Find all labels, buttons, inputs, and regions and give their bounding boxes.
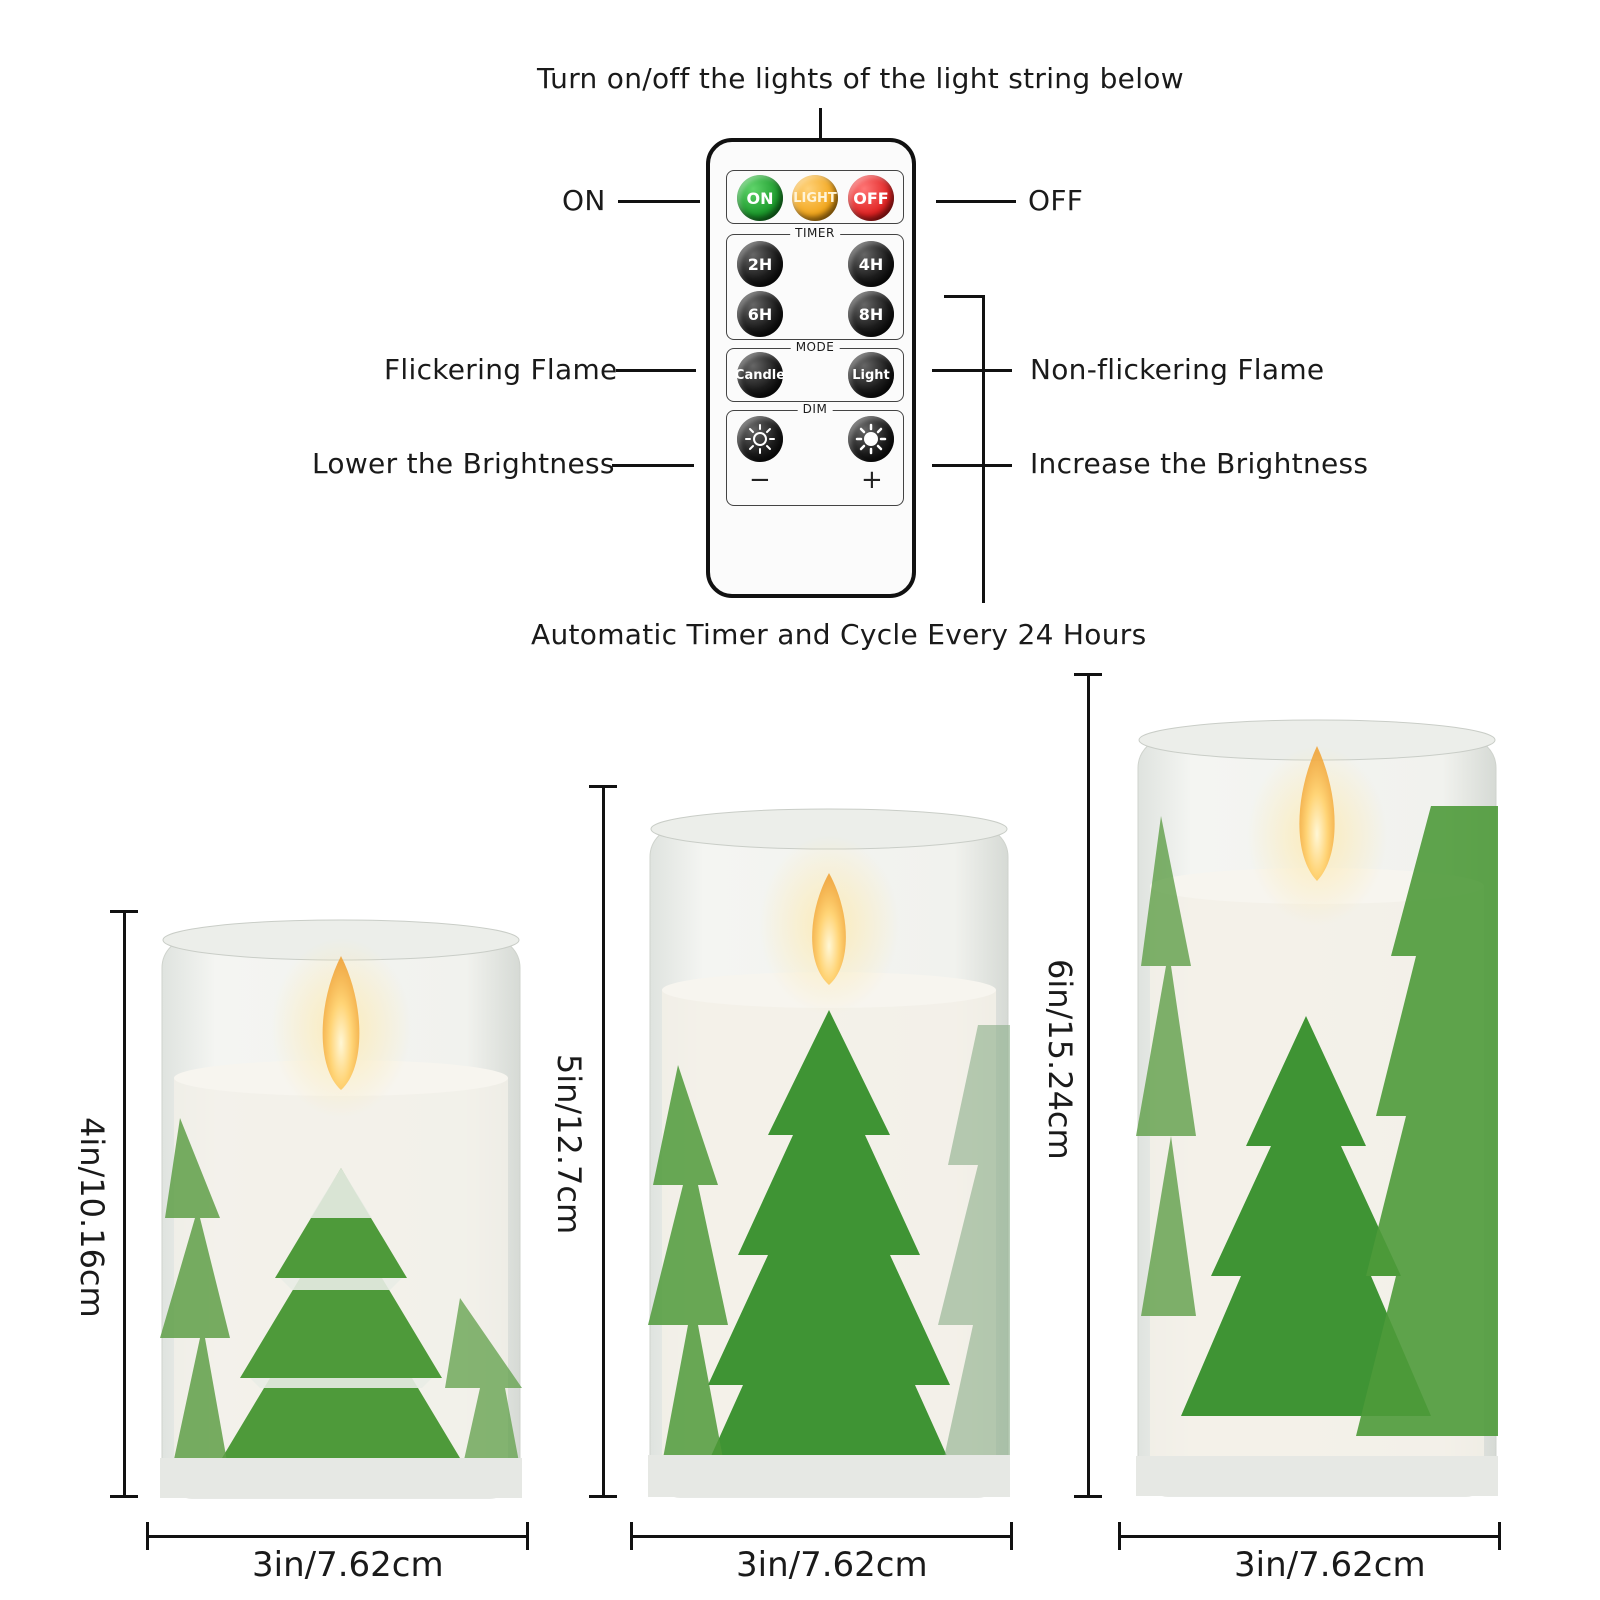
sun-filled-icon xyxy=(855,423,887,455)
pointer-line-increase xyxy=(932,464,1012,467)
label-increase-brightness: Increase the Brightness xyxy=(1030,447,1369,480)
width-tick-small-left xyxy=(146,1522,149,1550)
timer-8h-button[interactable]: 8H xyxy=(848,291,894,337)
width-label-medium: 3in/7.62cm xyxy=(736,1545,928,1585)
sun-outline-icon xyxy=(745,424,775,454)
plus-sign: + xyxy=(861,465,883,495)
height-line-small xyxy=(123,911,126,1497)
candle-large xyxy=(1136,719,1498,1497)
dim-up-button[interactable] xyxy=(848,416,894,462)
label-off: OFF xyxy=(1028,184,1084,217)
height-tick-small-top xyxy=(110,910,138,913)
label-toggle-light-string: Turn on/off the lights of the light stri… xyxy=(537,62,1184,95)
remote-control: ON LIGHT OFF TIMER 2H 4H 6H 8H MODE Cand… xyxy=(706,138,916,598)
timer-6h-button[interactable]: 6H xyxy=(737,291,783,337)
width-tick-medium-right xyxy=(1010,1522,1013,1550)
pointer-line-lower xyxy=(612,464,694,467)
height-label-small: 4in/10.16cm xyxy=(73,1117,111,1318)
height-label-large: 6in/15.24cm xyxy=(1041,959,1079,1160)
width-label-small: 3in/7.62cm xyxy=(252,1545,444,1585)
width-line-large xyxy=(1118,1535,1500,1538)
width-line-medium xyxy=(630,1535,1012,1538)
pointer-line-timer-h xyxy=(944,295,984,298)
width-tick-large-left xyxy=(1118,1522,1121,1550)
label-non-flickering-flame: Non-flickering Flame xyxy=(1030,353,1325,386)
dim-title: DIM xyxy=(797,402,833,416)
height-tick-medium-bottom xyxy=(589,1495,617,1498)
pointer-line-non-flickering xyxy=(932,369,1012,372)
pointer-line-top xyxy=(819,108,822,138)
height-tick-large-top xyxy=(1074,673,1102,676)
timer-2h-button[interactable]: 2H xyxy=(737,241,783,287)
width-tick-large-right xyxy=(1498,1522,1501,1550)
width-line-small xyxy=(146,1535,528,1538)
height-label-medium: 5in/12.7cm xyxy=(550,1053,588,1235)
label-lower-brightness: Lower the Brightness xyxy=(312,447,615,480)
height-tick-large-bottom xyxy=(1074,1495,1102,1498)
height-line-medium xyxy=(602,785,605,1497)
light-button[interactable]: LIGHT xyxy=(792,175,838,221)
height-tick-medium-top xyxy=(589,785,617,788)
power-panel: ON LIGHT OFF xyxy=(726,170,904,224)
minus-sign: − xyxy=(749,465,771,495)
label-flickering-flame: Flickering Flame xyxy=(384,353,618,386)
dim-panel: DIM − xyxy=(726,402,904,506)
dim-down-button[interactable] xyxy=(737,416,783,462)
timer-panel: TIMER 2H 4H 6H 8H xyxy=(726,226,904,340)
pointer-line-flickering xyxy=(616,369,696,372)
on-button[interactable]: ON xyxy=(737,175,783,221)
timer-4h-button[interactable]: 4H xyxy=(848,241,894,287)
height-tick-small-bottom xyxy=(110,1495,138,1498)
width-tick-medium-left xyxy=(630,1522,633,1550)
off-button[interactable]: OFF xyxy=(848,175,894,221)
mode-title: MODE xyxy=(790,340,840,354)
pointer-line-timer-v xyxy=(982,295,985,603)
width-label-large: 3in/7.62cm xyxy=(1234,1545,1426,1585)
candle-mode-button[interactable]: Candle xyxy=(735,352,785,398)
candle-small xyxy=(160,919,522,1499)
mode-panel: MODE Candle Light xyxy=(726,340,904,402)
light-mode-button[interactable]: Light xyxy=(848,352,894,398)
label-timer-cycle: Automatic Timer and Cycle Every 24 Hours xyxy=(531,618,1147,651)
width-tick-small-right xyxy=(526,1522,529,1550)
height-line-large xyxy=(1087,673,1090,1497)
candle-medium xyxy=(648,808,1010,1498)
timer-title: TIMER xyxy=(790,226,840,240)
label-on: ON xyxy=(562,184,606,217)
pointer-line-on xyxy=(618,200,700,203)
pointer-line-off xyxy=(936,200,1016,203)
